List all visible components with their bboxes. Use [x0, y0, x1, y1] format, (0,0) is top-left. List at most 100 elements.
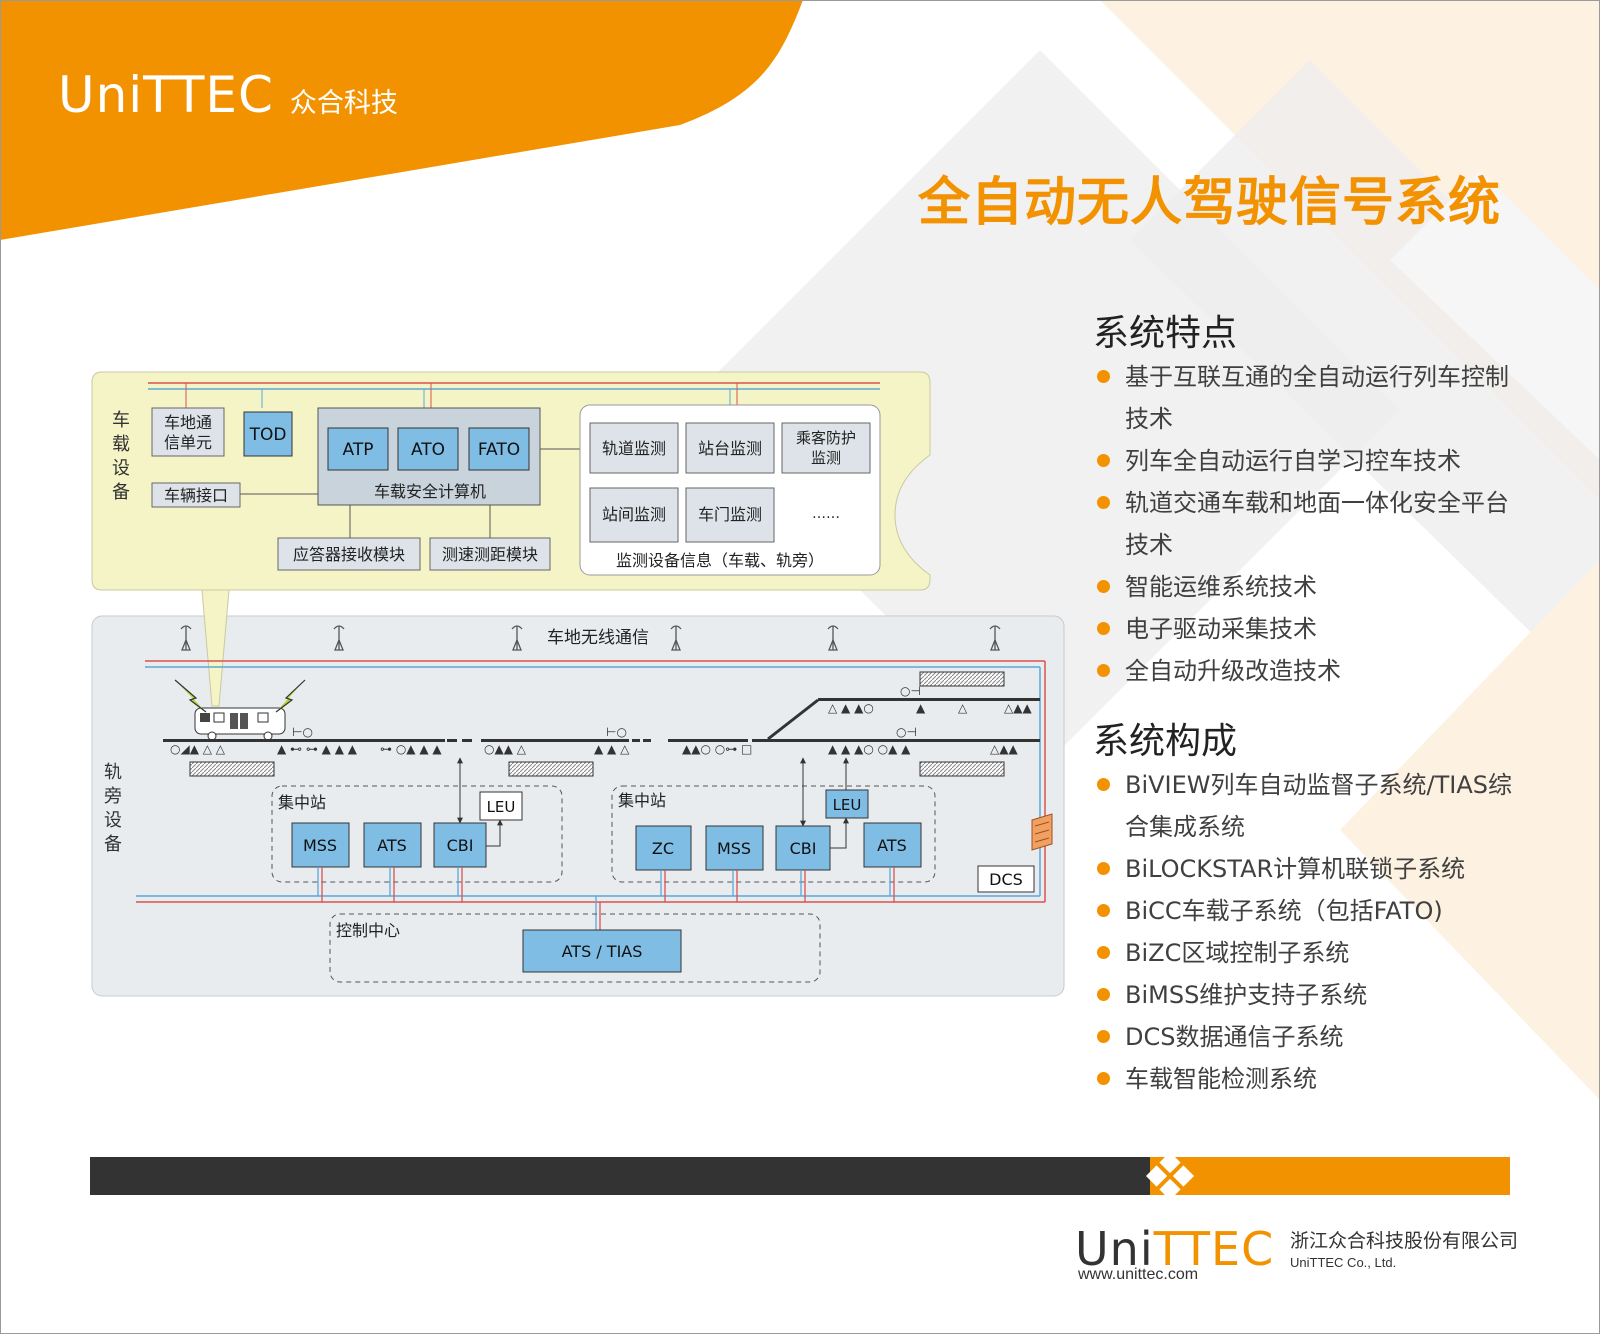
vehicle-interface-box	[151, 482, 241, 508]
list-item: 轨道交通车载和地面一体化安全平台技术	[1095, 482, 1515, 566]
monitor-more-label: ……	[812, 506, 840, 522]
svg-text:○▲▲ △: ○▲▲ △	[484, 742, 527, 756]
svg-text:⊢○: ⊢○	[292, 725, 313, 739]
svg-text:△▲▲: △▲▲	[1004, 701, 1032, 715]
leu-box-1	[479, 791, 523, 821]
cbi-box-2	[775, 825, 831, 871]
footer-company-cn: 浙江众合科技股份有限公司	[1290, 1230, 1519, 1252]
svg-text:▲ ▲ ▲○ ○▲ ▲: ▲ ▲ ▲○ ○▲ ▲	[828, 742, 911, 756]
monitor-door-label: 车门监测	[698, 505, 762, 524]
composition-text: BiMSS维护支持子系统	[1125, 981, 1368, 1009]
ats-box-2	[863, 822, 922, 868]
train-icon	[174, 679, 306, 741]
track-lines	[163, 698, 1040, 742]
svg-text:▲ ▲ △: ▲ ▲ △	[594, 742, 630, 756]
svg-text:△▲▲: △▲▲	[990, 742, 1018, 756]
monitor-door-box	[685, 487, 775, 543]
svg-text:▲ ⊷ ⊶ ▲ ▲ ▲: ▲ ⊷ ⊶ ▲ ▲ ▲	[277, 742, 358, 756]
monitor-caption: 监测设备信息（车载、轨旁）	[616, 551, 824, 570]
footer-company-en: UniTTEC Co., Ltd.	[1290, 1255, 1397, 1270]
bullet-icon	[1097, 370, 1110, 383]
dcs-label: DCS	[989, 870, 1023, 889]
speed-ranging-box	[429, 537, 551, 571]
comm-unit-label-2: 信单元	[164, 433, 212, 452]
station-1-label: 集中站	[278, 793, 326, 812]
composition-text: BiZC区域控制子系统	[1125, 939, 1350, 967]
list-item: 基于互联互通的全自动运行列车控制技术	[1095, 356, 1515, 440]
antenna-icon	[333, 625, 345, 651]
list-item: BiVIEW列车自动监督子系统/TIAS综合集成系统	[1095, 764, 1515, 848]
antenna-icon	[827, 625, 839, 651]
bullet-icon	[1097, 454, 1110, 467]
wayside-label-4: 备	[104, 834, 122, 855]
footer-logo: UniTTEC	[1075, 1222, 1274, 1276]
footer-logo-prefix: Uni	[1075, 1222, 1154, 1276]
list-item: BiCC车载子系统（包括FATO)	[1095, 890, 1515, 932]
mss-box-2	[705, 825, 764, 871]
ats-box-1	[363, 822, 422, 868]
wayside-label-3: 设	[104, 810, 122, 831]
bullet-icon	[1097, 664, 1110, 677]
list-item: 列车全自动运行自学习控车技术	[1095, 440, 1515, 482]
svg-text:△: △	[958, 701, 968, 715]
bullet-icon	[1097, 580, 1110, 593]
footer-logo-accent: TTEC	[1153, 1222, 1275, 1276]
list-item: BiZC区域控制子系统	[1095, 932, 1515, 974]
svg-text:⊶ ○▲ ▲ ▲: ⊶ ○▲ ▲ ▲	[380, 742, 442, 756]
feature-text: 基于互联互通的全自动运行列车控制技术	[1125, 363, 1509, 433]
leu-label-1: LEU	[487, 798, 516, 816]
onboard-label-3: 设	[112, 458, 130, 479]
tod-box	[243, 411, 293, 457]
composition-text: DCS数据通信子系统	[1125, 1023, 1344, 1051]
feature-text: 轨道交通车载和地面一体化安全平台技术	[1125, 489, 1509, 559]
atp-box	[327, 427, 389, 471]
bullet-icon	[1097, 904, 1110, 917]
wayside-label-1: 轨	[104, 762, 122, 783]
zc-box	[635, 825, 692, 871]
svg-text:○⊣: ○⊣	[900, 684, 921, 698]
footer-url[interactable]: www.unittec.com	[1078, 1266, 1199, 1283]
monitor-passenger-label-2: 监测	[811, 449, 841, 467]
composition-list: BiVIEW列车自动监督子系统/TIAS综合集成系统 BiLOCKSTAR计算机…	[1095, 764, 1515, 1100]
cbi-label-1: CBI	[447, 836, 474, 855]
brand-logo: UniTTEC	[58, 66, 274, 124]
bullet-icon	[1097, 1030, 1110, 1043]
list-item: 车载智能检测系统	[1095, 1058, 1515, 1100]
leu-box-2	[825, 789, 869, 819]
firewall-icon	[1031, 813, 1053, 851]
composition-text: BiVIEW列车自动监督子系统/TIAS综合集成系统	[1125, 771, 1512, 841]
list-item: 全自动升级改造技术	[1095, 650, 1515, 692]
ato-box	[397, 427, 459, 471]
svg-text:△ ▲ ▲○: △ ▲ ▲○	[828, 701, 874, 715]
header-brand: UniTTEC 众合科技	[58, 66, 398, 124]
page-title: 全自动无人驾驶信号系统	[918, 173, 1502, 233]
safety-computer-label: 车载安全计算机	[374, 482, 486, 501]
composition-text: 车载智能检测系统	[1125, 1065, 1317, 1093]
bullet-icon	[1097, 862, 1110, 875]
svg-text:▲▲○ ○⊶ □: ▲▲○ ○⊶ □	[682, 742, 752, 756]
control-center-label: 控制中心	[336, 921, 400, 940]
list-item: BiLOCKSTAR计算机联锁子系统	[1095, 848, 1515, 890]
transponder-rx-label: 应答器接收模块	[293, 545, 405, 564]
mss-box	[291, 822, 350, 868]
comm-unit-label-1: 车地通	[164, 413, 212, 432]
monitor-passenger-label-1: 乘客防护	[796, 429, 856, 447]
onboard-label-4: 备	[112, 482, 130, 503]
zc-label: ZC	[652, 839, 674, 858]
atp-label: ATP	[343, 440, 374, 460]
features-title: 系统特点	[1093, 313, 1238, 354]
antenna-icon	[180, 625, 192, 651]
list-item: 智能运维系统技术	[1095, 566, 1515, 608]
speed-ranging-label: 测速测距模块	[442, 545, 538, 564]
tod-label: TOD	[249, 425, 287, 445]
transponder-markers	[189, 671, 1005, 777]
antenna-icon	[989, 625, 1001, 651]
feature-text: 智能运维系统技术	[1125, 573, 1317, 601]
monitor-passenger-box	[781, 422, 871, 474]
composition-text: BiLOCKSTAR计算机联锁子系统	[1125, 855, 1466, 883]
ats-tias-box	[522, 929, 682, 973]
trackside-symbols: ○◢▲ △ △ ▲ ⊷ ⊶ ▲ ▲ ▲ ⊶ ○▲ ▲ ▲ ○▲▲ △ ▲ ▲ △…	[170, 684, 1032, 756]
features-list: 基于互联互通的全自动运行列车控制技术 列车全自动运行自学习控车技术 轨道交通车载…	[1095, 356, 1515, 692]
onboard-label-1: 车	[112, 410, 130, 431]
